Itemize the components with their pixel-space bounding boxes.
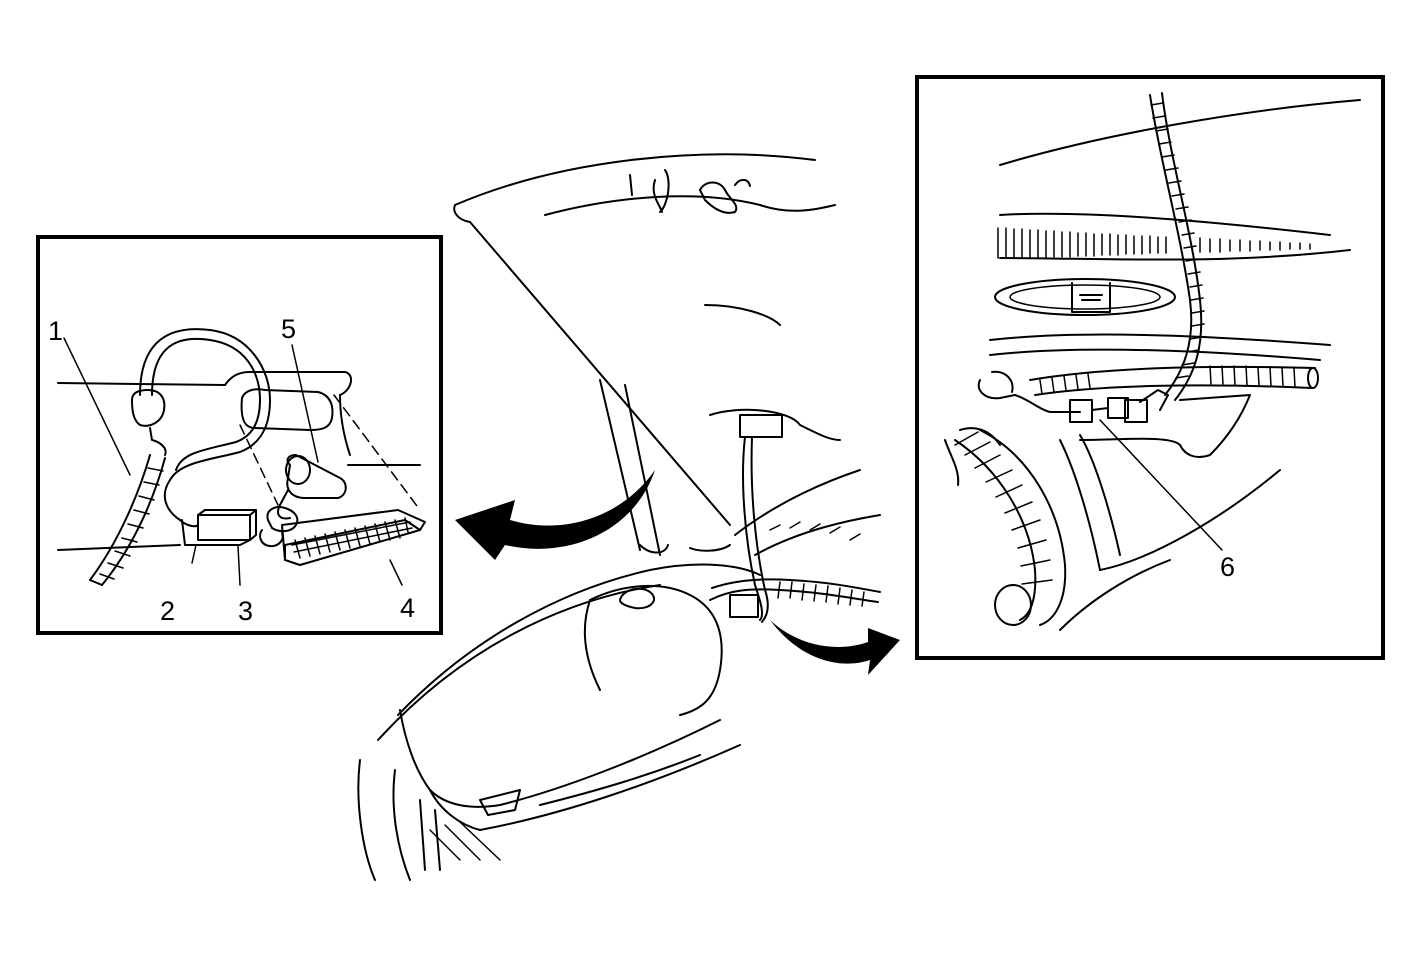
right-inset-panel	[915, 75, 1385, 660]
left-inset-panel	[36, 235, 443, 635]
vehicle-hood-view	[357, 153, 881, 881]
curved-arrow-right-icon	[770, 620, 900, 675]
callout-3-label: 3	[238, 596, 253, 626]
callout-1-label: 1	[48, 316, 63, 346]
curved-arrow-left-icon	[455, 470, 655, 560]
callout-5-label: 5	[281, 314, 296, 344]
callout-6-label: 6	[1220, 552, 1235, 582]
callout-4-label: 4	[400, 593, 415, 623]
callout-2-label: 2	[160, 596, 175, 626]
